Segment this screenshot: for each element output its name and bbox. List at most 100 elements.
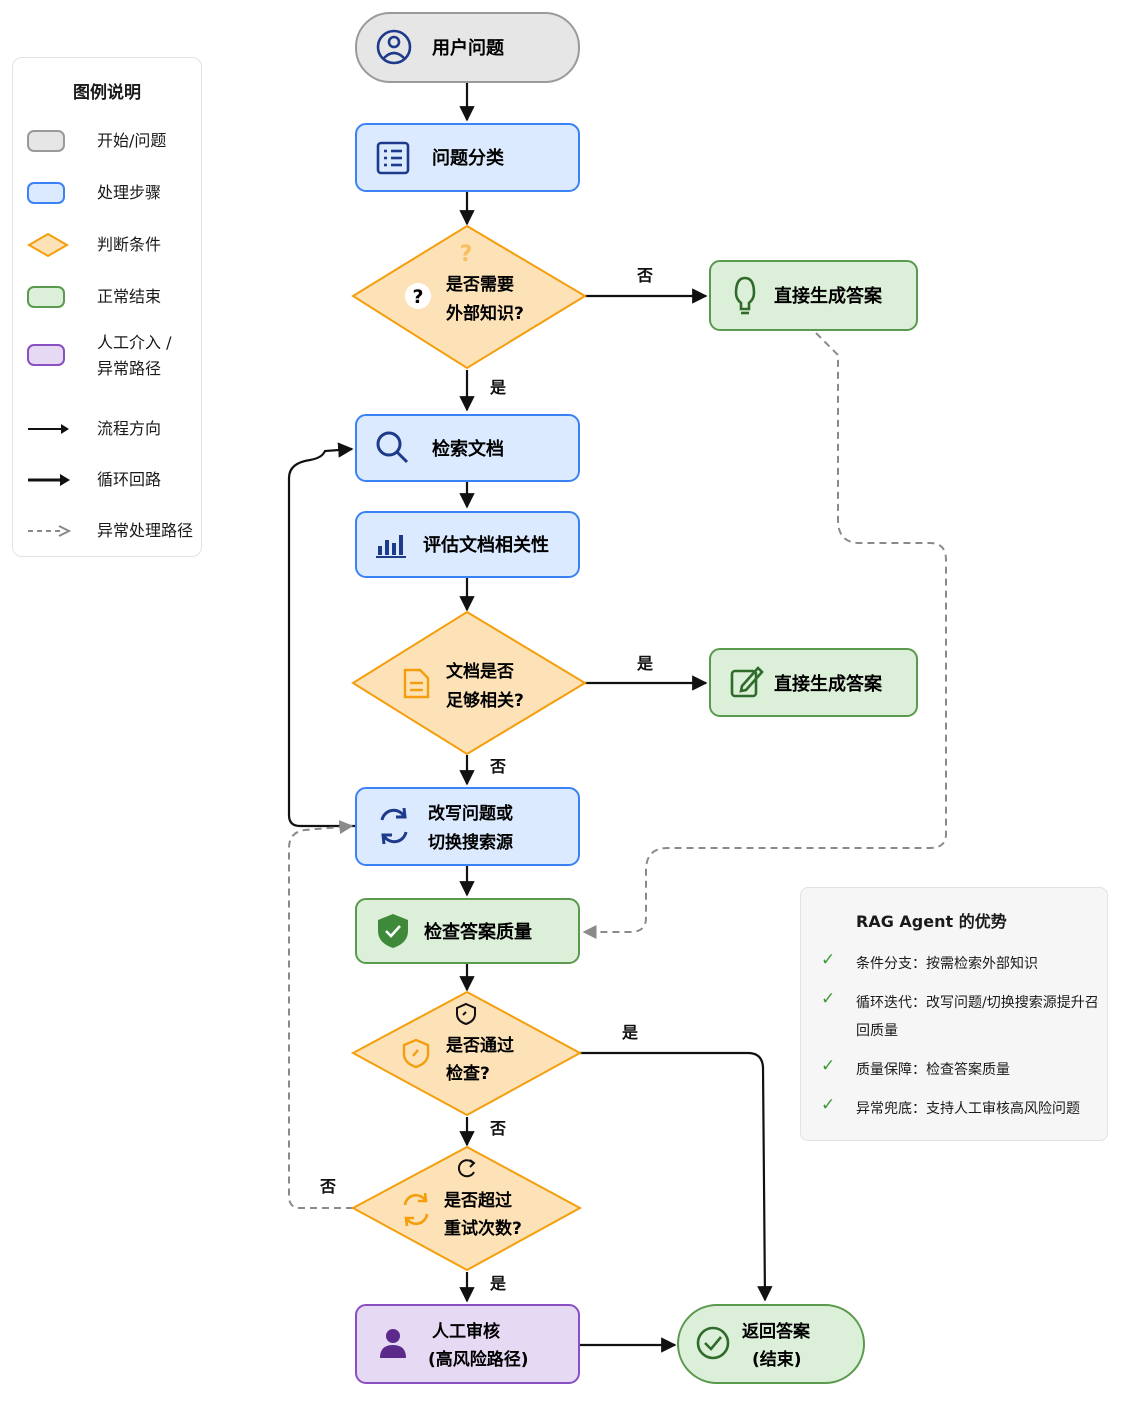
node-check-quality: 检查答案质量: [355, 898, 580, 964]
decision-swatch: [27, 232, 69, 258]
node-line-2: (结束): [752, 1349, 802, 1370]
question-mark-icon: ?: [412, 286, 423, 308]
edge-label-no: 否: [489, 1119, 506, 1138]
advantages-panel: RAG Agent 的优势 ✓ 条件分支：按需检索外部知识 ✓ 循环迭代：改写问…: [800, 887, 1108, 1141]
advantage-text: 质量保障：检查答案质量: [856, 1062, 1010, 1078]
edge-label-yes: 是: [489, 1274, 506, 1293]
decision-line-2: 足够相关?: [446, 690, 524, 711]
node-label: 评估文档相关性: [423, 534, 549, 556]
node-label: 问题分类: [432, 147, 505, 169]
legend-label: 正常结束: [97, 287, 162, 306]
edit-icon: [730, 666, 764, 698]
end-swatch: [27, 286, 65, 308]
legend-label: 异常处理路径: [97, 521, 194, 540]
legend-label: 人工介入 / 异常路径: [97, 333, 172, 378]
edge-exception-retry-no-to-rewrite: [288, 820, 354, 1209]
edge-label-no: 否: [319, 1177, 336, 1196]
node-relevant: 文档是否 足够相关?: [351, 610, 587, 756]
search-icon: [376, 431, 409, 464]
node-classify: 问题分类: [355, 123, 580, 192]
node-line-1: 人工审核: [432, 1321, 500, 1342]
process-swatch: [27, 182, 65, 204]
node-label: 直接生成答案: [774, 673, 883, 695]
advantage-text: 异常兜底：支持人工审核高风险问题: [856, 1101, 1080, 1117]
legend-label: 流程方向: [97, 419, 162, 438]
decision-line-1: 是否超过: [444, 1190, 512, 1211]
shield-check-icon: [378, 914, 408, 948]
node-label: 用户问题: [432, 37, 505, 59]
legend-item-dashed: 异常处理路径: [27, 514, 197, 548]
dashed-edges: [288, 332, 947, 1209]
node-passed: 是否通过 检查?: [350, 990, 583, 1117]
node-line-1: 返回答案: [742, 1321, 811, 1342]
node-label: 检索文档: [432, 438, 504, 460]
node-retrieve: 检索文档: [355, 414, 580, 482]
user-circle-icon: [376, 29, 412, 65]
human-swatch: [27, 344, 65, 366]
legend-label: 开始/问题: [97, 131, 167, 150]
check-icon: ✓: [821, 989, 836, 1009]
shield-icon: [456, 1002, 476, 1026]
node-line-2: (高风险路径): [428, 1349, 529, 1370]
edge-labels: 否 是 是 否 是 否 否 是: [319, 266, 653, 1293]
node-line-1: 改写问题或: [428, 803, 513, 824]
edge-label-yes: 是: [489, 378, 506, 397]
node-return-answer: 返回答案 (结束): [677, 1304, 865, 1384]
legend-item-human: 人工介入 / 异常路径: [27, 330, 197, 382]
dashed-arrow-swatch: [28, 525, 71, 537]
edge-passed-yes-to-return: [580, 1051, 773, 1302]
advantage-text: 循环迭代：改写问题/切换搜索源提升召回质量: [856, 995, 1099, 1039]
legend-title: 图例说明: [73, 83, 141, 103]
node-label: 直接生成答案: [774, 285, 883, 307]
edge-rewrite-loop-to-retrieve: [287, 442, 355, 828]
legend-item-start: 开始/问题: [27, 124, 197, 158]
node-line-2: 切换搜索源: [428, 832, 513, 853]
legend-item-decision: 判断条件: [27, 228, 197, 262]
check-icon: ✓: [821, 1095, 836, 1115]
legend-item-end: 正常结束: [27, 280, 197, 314]
node-rewrite: 改写问题或 切换搜索源: [355, 787, 580, 866]
node-exceed-retry: 是否超过 重试次数?: [350, 1145, 583, 1272]
retry-icon: [403, 1192, 429, 1227]
legend-label: 处理步骤: [97, 183, 162, 202]
node-evaluate: 评估文档相关性: [355, 511, 580, 578]
document-icon: [403, 668, 430, 699]
check-icon: ✓: [821, 1056, 836, 1076]
edges: [287, 82, 773, 1353]
node-human-review: 人工审核 (高风险路径): [355, 1304, 580, 1384]
bar-chart-icon: [376, 535, 406, 558]
decision-line-2: 重试次数?: [444, 1218, 522, 1239]
legend-item-loop: 循环回路: [27, 463, 197, 497]
legend-panel: 图例说明 开始/问题 处理步骤 判断条件 正常结束 人工介入 / 异常路径 流程…: [12, 57, 202, 557]
list-icon: [376, 141, 410, 175]
edge-label-yes: 是: [621, 1023, 638, 1042]
start-swatch: [27, 130, 65, 152]
refresh-icon: [380, 807, 408, 845]
advantages-title: RAG Agent 的优势: [856, 912, 1007, 931]
question-mark-icon: ?: [460, 242, 473, 267]
edge-label-no: 否: [636, 266, 653, 285]
lightbulb-icon: [734, 276, 756, 315]
loop-arrow-swatch: [28, 474, 70, 486]
node-label: 检查答案质量: [424, 921, 532, 943]
legend-item-arrow: 流程方向: [27, 412, 197, 446]
legend-label: 循环回路: [97, 470, 162, 489]
retry-icon: [457, 1159, 476, 1178]
decision-line-2: 检查?: [446, 1063, 490, 1084]
advantage-text: 条件分支：按需检索外部知识: [856, 956, 1038, 972]
shield-icon: [402, 1038, 430, 1069]
edge-label-no: 否: [489, 757, 506, 776]
legend-label: 判断条件: [97, 235, 162, 254]
legend-item-process: 处理步骤: [27, 176, 197, 210]
person-icon: [380, 1329, 406, 1358]
check-icon: ✓: [821, 950, 836, 970]
decision-line-1: 文档是否: [446, 661, 514, 682]
decision-line-2: 外部知识?: [446, 303, 524, 324]
node-user-question: 用户问题: [355, 12, 580, 83]
edge-label-yes: 是: [636, 654, 653, 673]
flow-arrow-swatch: [28, 424, 69, 434]
edge-exception-direct-to-check: [582, 332, 947, 939]
decision-line-1: 是否通过: [446, 1036, 514, 1056]
node-direct-answer-1: 直接生成答案: [709, 260, 918, 331]
node-direct-answer-2: 直接生成答案: [709, 648, 918, 717]
